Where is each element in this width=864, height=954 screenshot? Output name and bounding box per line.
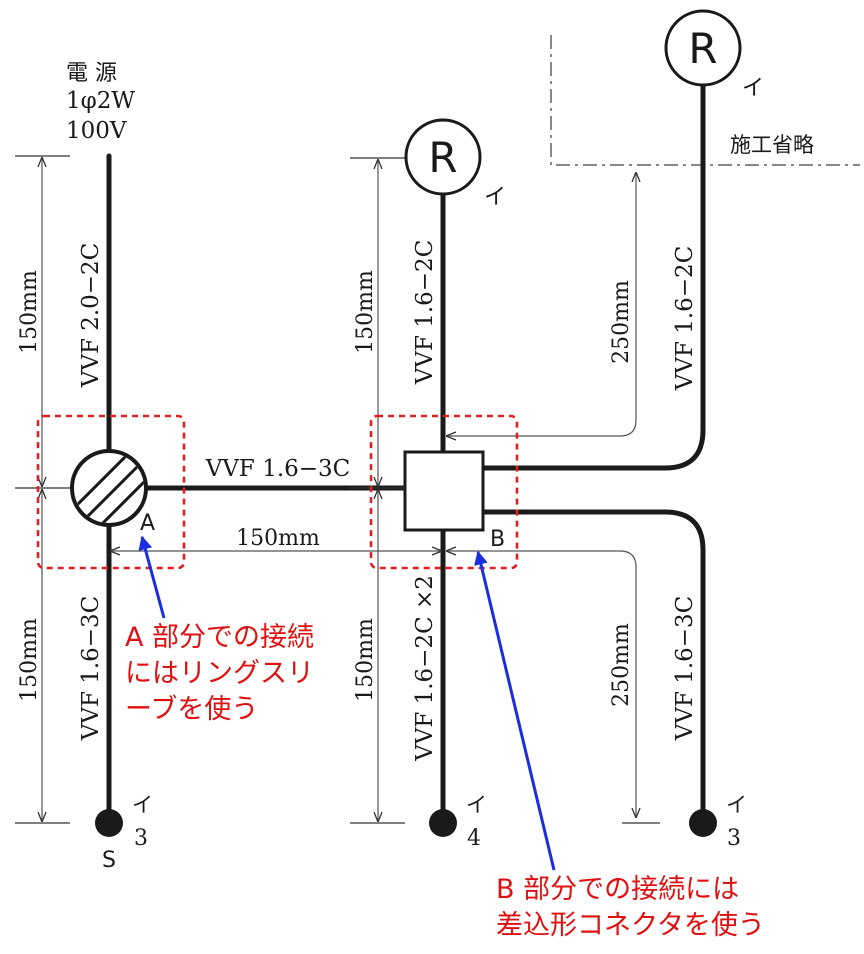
dimension-center-top-label: 150mm [353, 270, 378, 354]
note-b-line1: B 部分での接続には [496, 874, 739, 905]
dimension-center [350, 157, 405, 824]
switch-left-type: S [102, 848, 116, 873]
cable-label-supply: VVF 2.0−2C [78, 243, 104, 389]
cable-label-switch-right: VVF 1.6−3C [672, 596, 698, 742]
lamp-right: R [664, 9, 742, 87]
wire-to-lamp-right [480, 83, 706, 471]
dimension-left [15, 155, 70, 824]
note-a-line1: A 部分での接続 [125, 622, 314, 653]
note-b-line2: 差込形コネクタを使う [496, 910, 765, 941]
switch-left-tag: イ [132, 793, 153, 817]
junction-box-b [403, 450, 485, 532]
note-a-line2: にはリングスリ [125, 658, 314, 689]
cable-label-switch-center: VVF 1.6−2C ×2 [412, 575, 438, 762]
note-b-arrow [474, 550, 556, 871]
dimension-right-top [446, 172, 636, 436]
power-source-voltage: 100V [66, 118, 127, 144]
switch-left-number: 3 [134, 826, 148, 851]
dimension-right-bottom [446, 551, 636, 818]
switch-center-number: 4 [467, 826, 481, 851]
switch-center-tag: イ [466, 793, 487, 817]
wire-to-switch-right [480, 509, 706, 818]
note-a-arrow [138, 535, 166, 619]
dimension-left-top-label: 150mm [17, 270, 42, 354]
lamp-center: R [404, 118, 482, 196]
switch-center [429, 809, 457, 837]
cable-label-lamp-right: VVF 1.6−2C [672, 246, 698, 392]
omitted-area-border [550, 35, 860, 166]
lamp-center-tag: イ [484, 185, 506, 210]
dimension-right-bottom-label: 250mm [609, 623, 634, 707]
dimension-right-top-label: 250mm [609, 280, 634, 364]
lamp-center-symbol: R [428, 133, 457, 182]
switch-right-number: 3 [727, 826, 741, 851]
highlight-box-a [36, 414, 186, 570]
dimension-horizontal-label: 150mm [236, 526, 320, 551]
dimension-left-bottom-label: 150mm [17, 618, 42, 702]
power-source-phase: 1φ2W [66, 88, 135, 114]
lamp-right-symbol: R [688, 24, 717, 73]
junction-label-a: A [140, 511, 155, 536]
note-a-line3: ーブを使う [125, 694, 258, 725]
omitted-area-label: 施工省略 [730, 133, 814, 157]
junction-label-b: B [490, 527, 505, 552]
cable-label-lamp-center: VVF 1.6−2C [412, 240, 438, 386]
cable-label-horizontal: VVF 1.6−3C [205, 456, 351, 482]
highlight-box-b [369, 414, 519, 570]
cable-label-switch-left: VVF 1.6−3C [78, 596, 104, 742]
dimension-center-bottom-label: 150mm [353, 618, 378, 702]
lamp-right-tag: イ [742, 76, 764, 101]
power-source-label: 電 源 [66, 61, 117, 86]
switch-right [689, 809, 717, 837]
junction-box-a [70, 449, 148, 527]
switch-right-tag: イ [726, 793, 747, 817]
switch-left [95, 809, 123, 837]
